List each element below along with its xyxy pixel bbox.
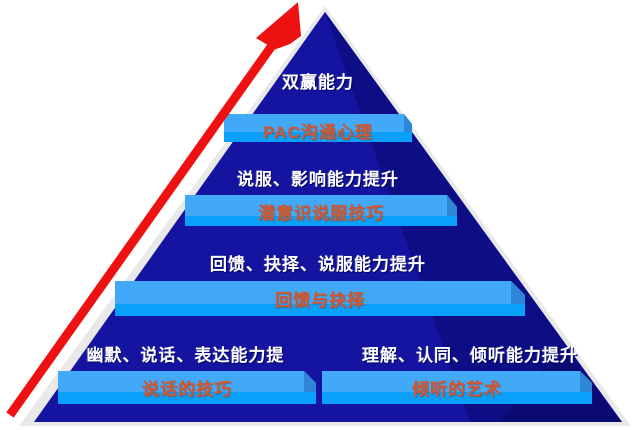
skill-bar-subconscious[interactable]: 潜意识说服技巧 (185, 192, 457, 234)
skill-bar-pac-shape (224, 114, 412, 142)
skill-bar-feedback-shape (115, 281, 525, 316)
skill-bar-speaking[interactable]: 说话的技巧 (58, 368, 316, 412)
skill-bar-listening[interactable]: 倾听的艺术 (322, 368, 592, 412)
skill-bar-pac[interactable]: PAC沟通心理 (224, 110, 412, 150)
skill-bar-listening-shape (322, 371, 592, 404)
skill-bar-subconscious-shape (185, 195, 457, 226)
skill-bar-feedback[interactable]: 回馈与抉择 (115, 278, 525, 324)
skill-bar-speaking-shape (58, 371, 316, 404)
